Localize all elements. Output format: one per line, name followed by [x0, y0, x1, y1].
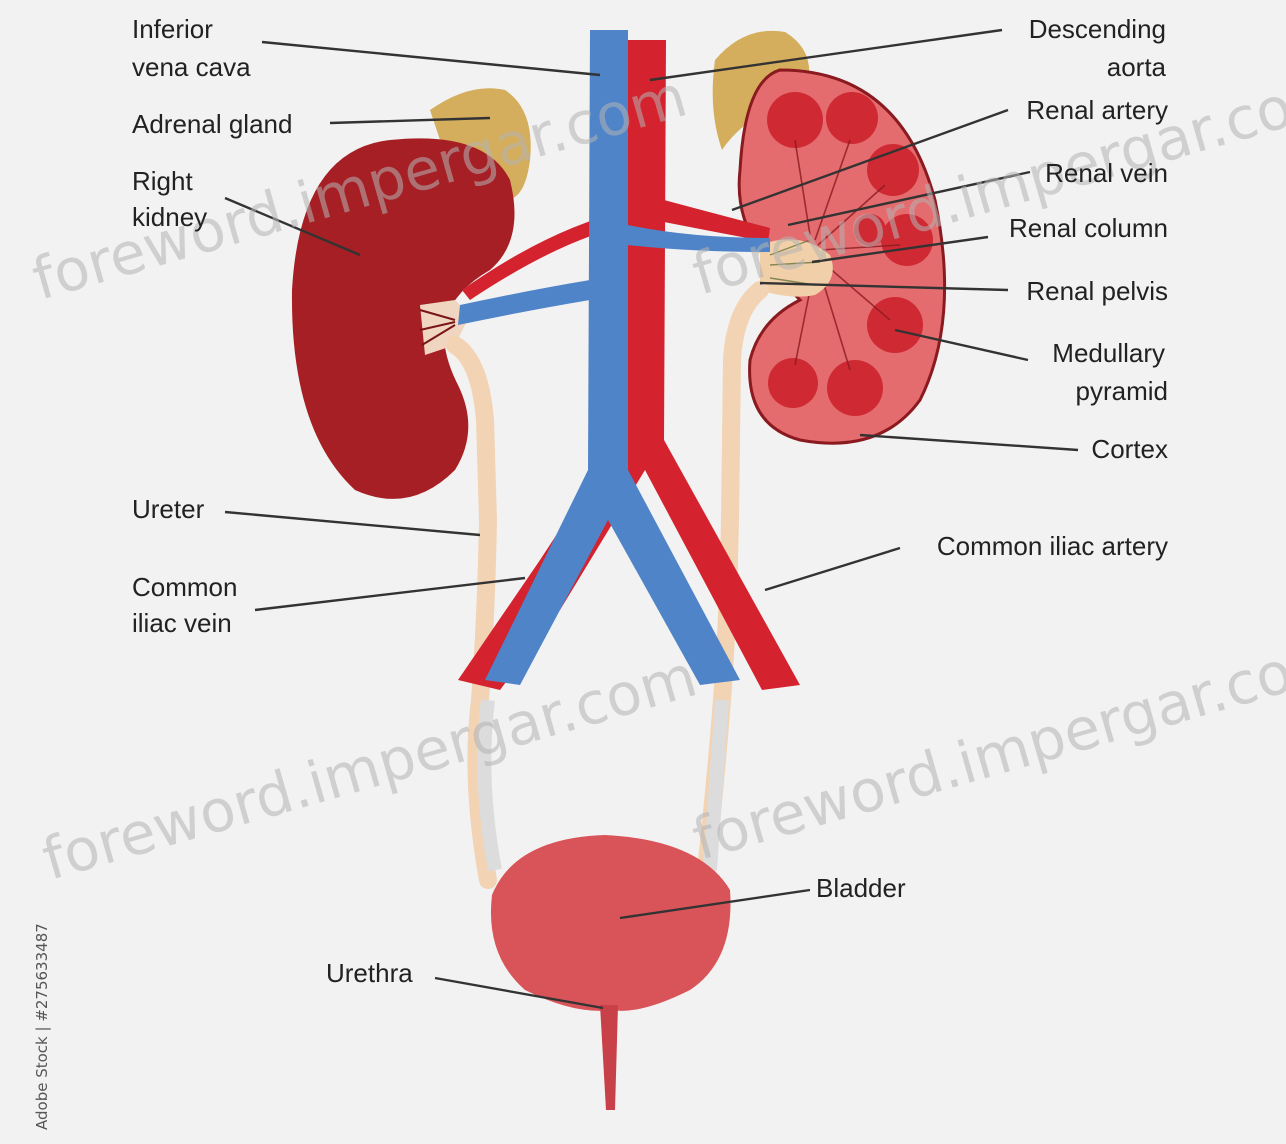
label-right-kidney-line2: kidney: [132, 202, 207, 232]
label-inferior-vena-cava-line2: vena cava: [132, 52, 251, 82]
label-ureter: Ureter: [132, 494, 205, 524]
label-renal-pelvis: Renal pelvis: [1026, 276, 1168, 306]
urethra-tube: [600, 1005, 618, 1110]
bladder-shape: [491, 835, 731, 1011]
label-right-kidney-line1: Right: [132, 166, 193, 196]
label-descending-aorta-line2: aorta: [1107, 52, 1167, 82]
label-cortex: Cortex: [1091, 434, 1168, 464]
label-common-iliac-vein-line1: Common: [132, 572, 237, 602]
label-bladder: Bladder: [816, 873, 906, 903]
stock-credit: Adobe Stock | #275633487: [33, 923, 51, 1130]
label-adrenal-gland: Adrenal gland: [132, 109, 292, 139]
label-medullary-pyramid-line1: Medullary: [1052, 338, 1165, 368]
label-renal-artery: Renal artery: [1026, 95, 1168, 125]
label-renal-vein: Renal vein: [1045, 158, 1168, 188]
label-descending-aorta-line1: Descending: [1029, 14, 1166, 44]
label-renal-column: Renal column: [1009, 213, 1168, 243]
label-medullary-pyramid-line2: pyramid: [1076, 376, 1168, 406]
label-inferior-vena-cava-line1: Inferior: [132, 14, 213, 44]
label-common-iliac-artery: Common iliac artery: [937, 531, 1168, 561]
label-urethra: Urethra: [326, 958, 413, 988]
label-common-iliac-vein-line2: iliac vein: [132, 608, 232, 638]
